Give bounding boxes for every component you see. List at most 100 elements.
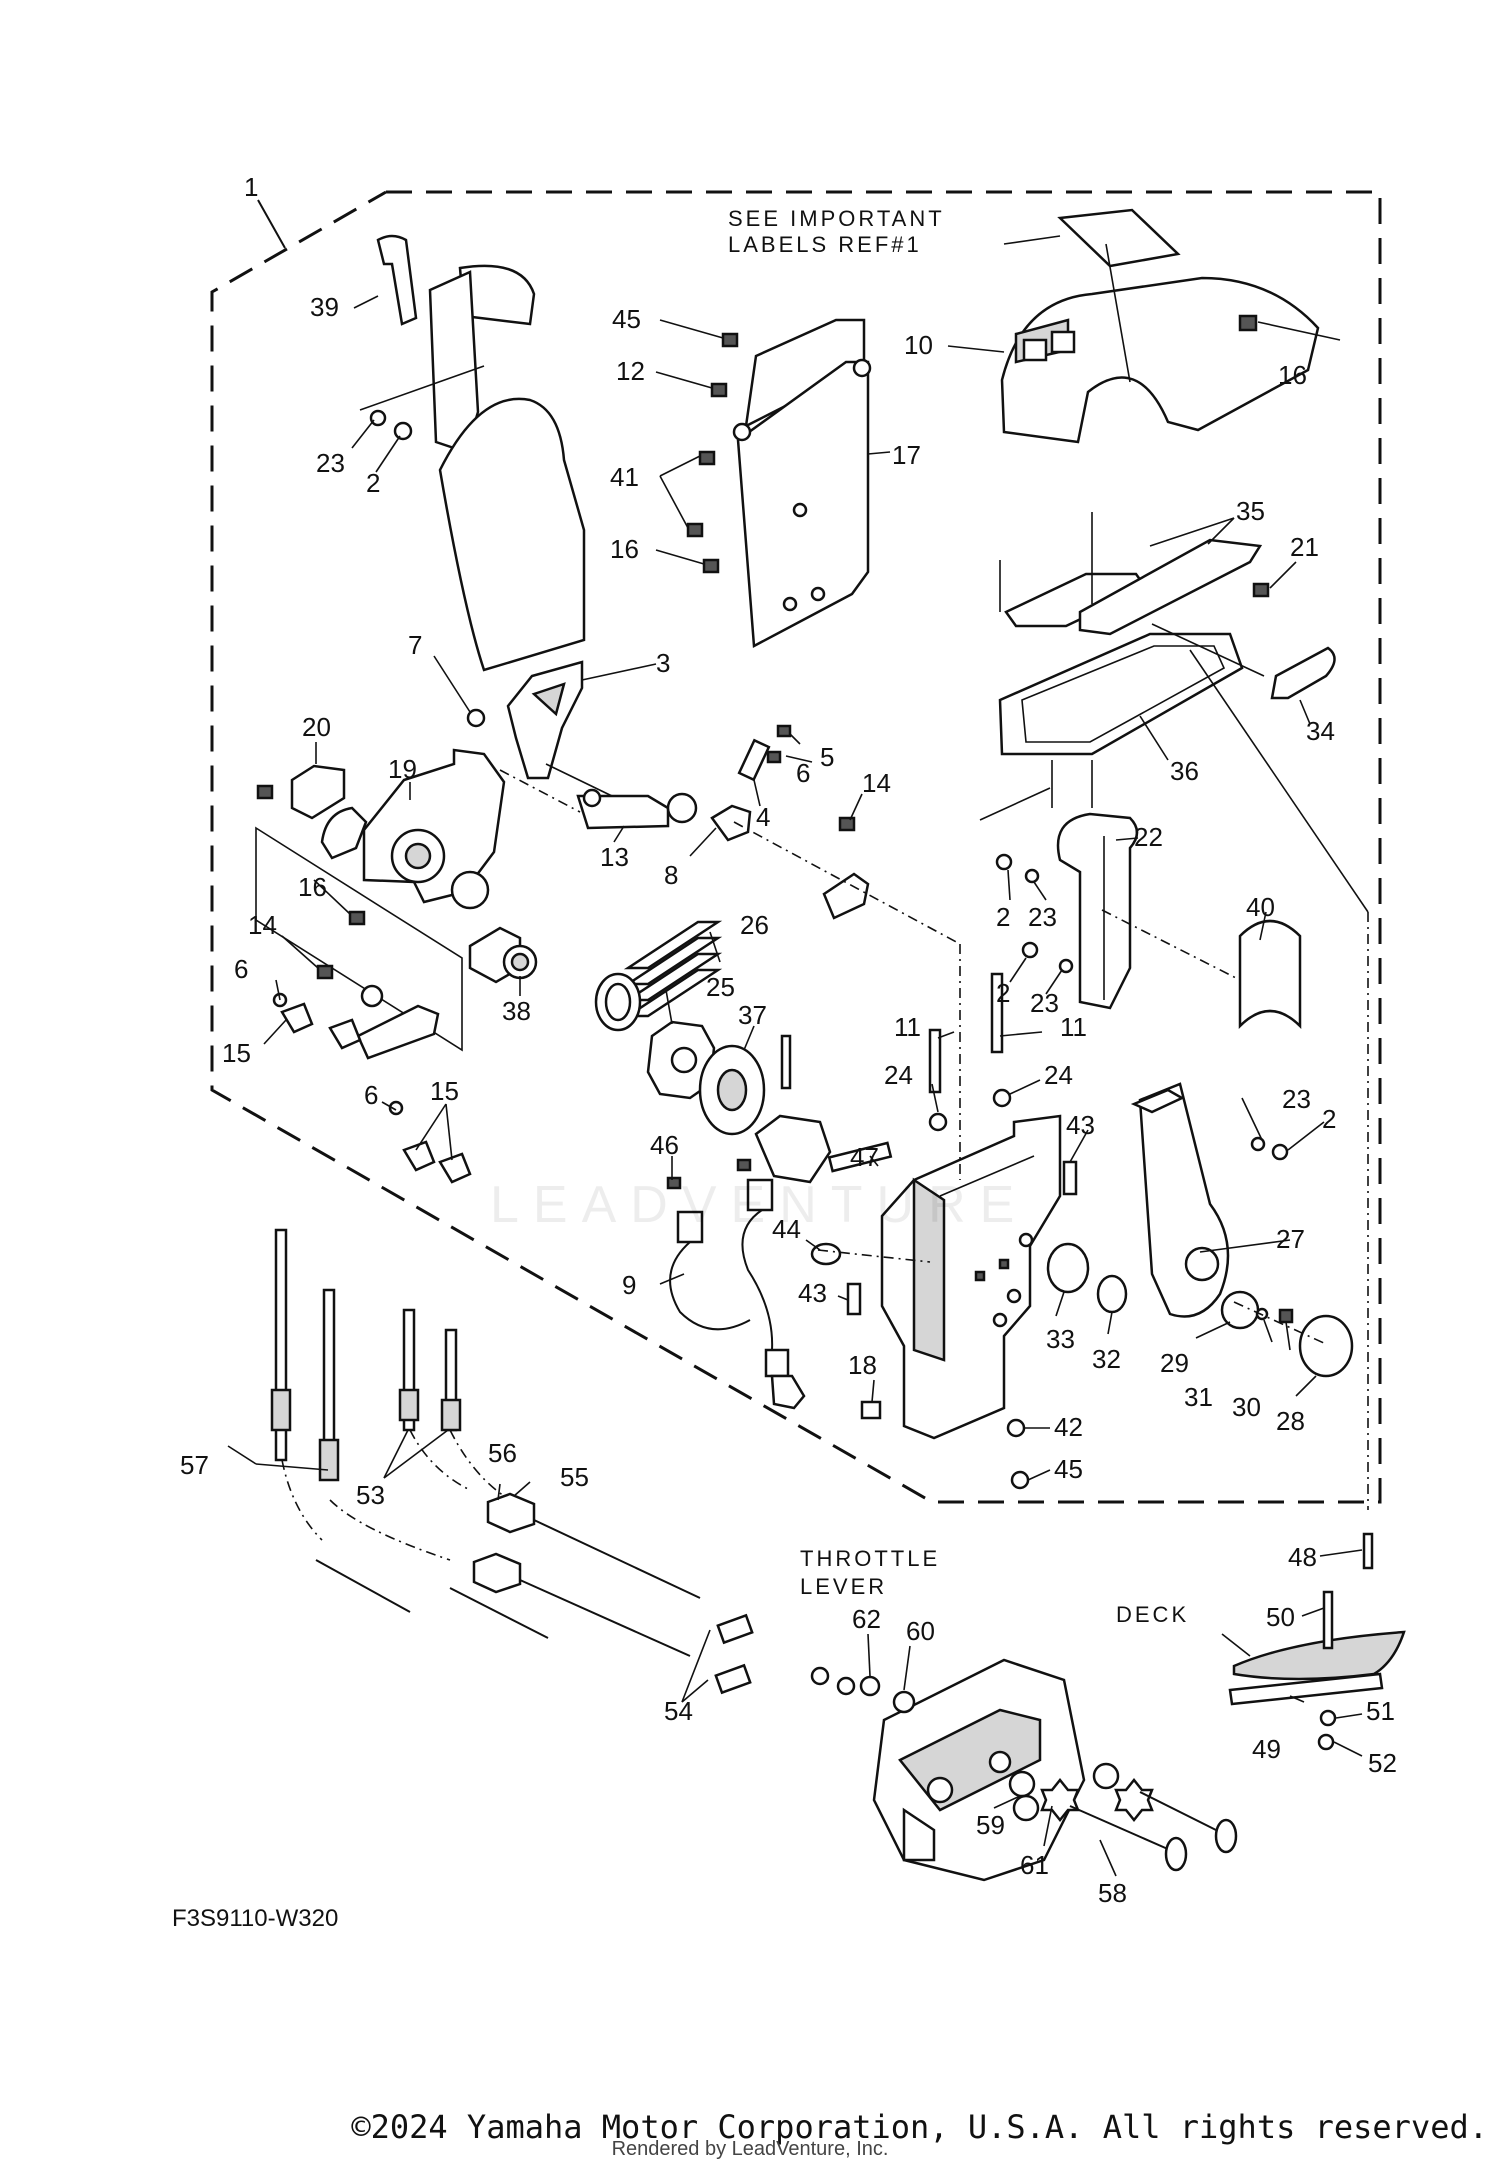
bolt-2-b <box>1021 941 1039 959</box>
callout-44: 44 <box>772 1214 801 1244</box>
knob-part-28 <box>1298 1314 1354 1378</box>
throttle-line-1: THROTTLE <box>800 1546 940 1571</box>
clip-part-18 <box>860 1400 882 1420</box>
callout-33: 33 <box>1046 1324 1075 1354</box>
callout-20: 20 <box>302 712 331 742</box>
bolt-2-c <box>1271 1143 1289 1161</box>
leader-1 <box>257 199 286 249</box>
callout-15b: 15 <box>430 1076 459 1106</box>
copyright-notice: ©2024 Yamaha Motor Corporation, U.S.A. A… <box>351 2108 1488 2146</box>
callout-42: 42 <box>1054 1412 1083 1442</box>
deck-label: DECK <box>1116 1602 1189 1627</box>
callout-2d: 2 <box>1322 1104 1336 1134</box>
cam-plates-part-15 <box>272 964 472 1184</box>
bolt-2-a <box>995 853 1013 871</box>
handle-cover-part-39 <box>359 234 586 672</box>
callout-48: 48 <box>1288 1542 1317 1572</box>
callout-35: 35 <box>1236 496 1265 526</box>
nut-7 <box>466 708 486 728</box>
deck-mount <box>1221 1532 1406 1751</box>
screw-part-30 <box>1278 1308 1294 1324</box>
washer-23-b <box>1058 958 1074 974</box>
callout-36: 36 <box>1170 756 1199 786</box>
bracket-small <box>822 872 870 920</box>
callout-23b: 23 <box>1028 902 1057 932</box>
chip-part-43-top <box>1062 1160 1078 1196</box>
callout-2c: 2 <box>996 978 1010 1008</box>
switch-harness-part-9 <box>666 1158 806 1410</box>
callout-6: 6 <box>234 954 248 984</box>
callout-37: 37 <box>738 1000 767 1030</box>
callout-49: 49 <box>1252 1734 1281 1764</box>
rendered-by-notice: Rendered by LeadVenture, Inc. <box>611 2138 889 2160</box>
callout-55: 55 <box>560 1462 589 1492</box>
callout-29: 29 <box>1160 1348 1189 1378</box>
spring-part-11-left <box>928 1028 942 1094</box>
callout-26: 26 <box>740 910 769 940</box>
callout-6b: 6 <box>364 1080 378 1110</box>
callout-2b: 2 <box>996 902 1010 932</box>
nut-42 <box>1006 1418 1026 1438</box>
link-part-13 <box>545 763 698 830</box>
parallelogram-frame <box>255 826 463 1052</box>
bolts-part-58 <box>1069 1791 1238 1872</box>
callout-53: 53 <box>356 1480 385 1510</box>
throttle-line-2: LEVER <box>800 1574 887 1599</box>
callout-41: 41 <box>610 462 639 492</box>
cable-assemblies-part-54-55-56 <box>315 1492 754 1695</box>
washer-23 <box>369 409 387 427</box>
callout-27: 27 <box>1276 1224 1305 1254</box>
callout-47: 47 <box>850 1142 879 1172</box>
clip-part-34 <box>1270 646 1336 700</box>
callout-51: 51 <box>1366 1696 1395 1726</box>
shaft-part-47 <box>827 1141 893 1173</box>
callout-25: 25 <box>706 972 735 1002</box>
callout-9: 9 <box>622 1270 636 1300</box>
lever-arm-part-27 <box>1130 1082 1230 1318</box>
watermark: LEADVENTURE <box>490 1176 1029 1234</box>
washer-60 <box>892 1690 916 1714</box>
callout-14b: 14 <box>862 768 891 798</box>
callout-58: 58 <box>1098 1878 1127 1908</box>
callout-11: 11 <box>894 1012 921 1042</box>
callout-32: 32 <box>1092 1344 1121 1374</box>
callout-46: 46 <box>650 1130 679 1160</box>
bracket-plate-part-17 <box>732 318 872 648</box>
detent-assembly-part-19 <box>362 748 522 984</box>
note-line-1: SEE IMPORTANT <box>728 206 945 231</box>
callout-23: 23 <box>316 448 345 478</box>
control-housing <box>880 1114 1062 1440</box>
callout-52: 52 <box>1368 1748 1397 1778</box>
pin-parts-4-5-6-8 <box>710 724 792 842</box>
note-line-2: LABELS REF#1 <box>728 232 922 257</box>
nut-24-left <box>928 1112 948 1132</box>
callout-45b: 45 <box>1054 1454 1083 1484</box>
callout-24b: 24 <box>1044 1060 1073 1090</box>
callout-43b: 43 <box>798 1278 827 1308</box>
washer-23-a <box>1024 868 1040 884</box>
friction-plates-part-26 <box>623 920 723 1018</box>
grip-cover-part-40 <box>1238 919 1302 1030</box>
screw-14-right <box>838 816 856 832</box>
callout-62: 62 <box>852 1604 881 1634</box>
callout-40: 40 <box>1246 892 1275 922</box>
callout-22: 22 <box>1134 822 1163 852</box>
callout-56: 56 <box>488 1438 517 1468</box>
callout-numbers: 1 39 23 2 45 12 41 16 17 10 16 35 21 34 … <box>180 172 1397 1908</box>
screw-21 <box>1252 582 1270 598</box>
callout-43: 43 <box>1066 1110 1095 1140</box>
washer-59 <box>1008 1770 1036 1798</box>
callout-6c: 6 <box>796 758 810 788</box>
washer-23-c <box>1250 1136 1266 1152</box>
callout-31: 31 <box>1184 1382 1213 1412</box>
nut-24-right <box>992 1088 1012 1108</box>
plate-part-20 <box>290 764 368 860</box>
collar-part-33 <box>1046 1242 1090 1294</box>
cover-part-10 <box>1000 276 1320 444</box>
callout-7: 7 <box>408 630 422 660</box>
callout-54: 54 <box>664 1696 693 1726</box>
callout-23d: 23 <box>1282 1084 1311 1114</box>
throttle-lever-assembly <box>872 1658 1086 1882</box>
callout-8: 8 <box>664 860 678 890</box>
